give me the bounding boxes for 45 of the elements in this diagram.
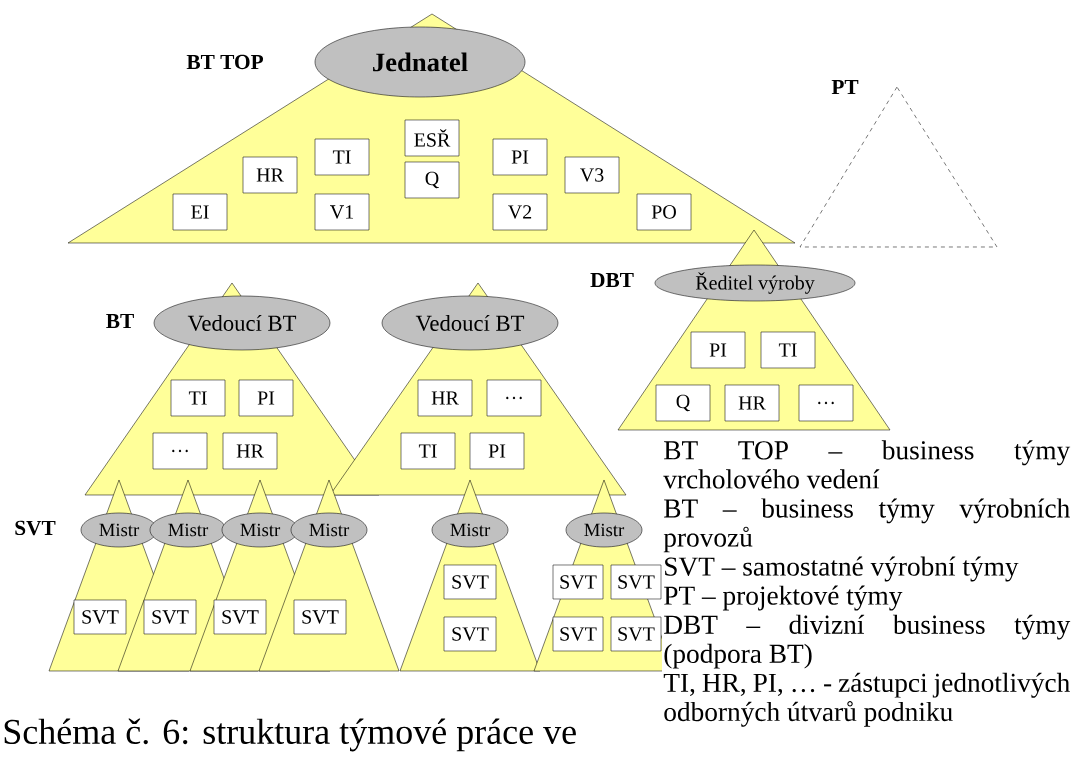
legend-note: SVT – samostatné výrobní týmy	[665, 556, 1019, 582]
member-box: SVT	[213, 599, 267, 635]
team-label: BT TOP	[186, 54, 264, 70]
member-box: PI	[469, 432, 525, 470]
member-box: HR	[222, 432, 278, 470]
team-label: DBT	[590, 273, 634, 287]
legend-note: BT – business týmy výrobních provozů	[663, 498, 1070, 553]
member-box: HR	[724, 384, 780, 422]
legend-note: TI, HR, PI, … - zástupci jednotlivých odborných útvarů podniku	[663, 672, 1070, 727]
member-box: SVT	[552, 616, 604, 652]
legend-note: PT – projektové týmy	[664, 585, 903, 611]
member-box: SVT	[443, 616, 497, 652]
member-box: PO	[636, 193, 692, 231]
member-box: SVT	[73, 599, 127, 635]
member-box: ESŘ	[404, 119, 460, 157]
legend-note: BT TOP – business týmy vrcholového vedení	[663, 440, 1071, 489]
team-label: PT	[831, 80, 859, 94]
member-box: EI	[172, 193, 228, 231]
member-box: PI	[238, 379, 294, 417]
member-box: SVT	[443, 564, 497, 600]
member-box: SVT	[293, 599, 347, 635]
member-box: PI	[690, 331, 746, 369]
member-box: HR	[417, 379, 473, 417]
member-box: V1	[314, 193, 370, 231]
member-box: SVT	[610, 564, 662, 600]
member-box: …	[486, 379, 542, 417]
team-label: BT	[106, 314, 134, 328]
member-box: PI	[492, 138, 548, 176]
member-box: Q	[655, 384, 711, 422]
caption: Schéma č. 6: struktura týmové práce ve	[4, 718, 576, 752]
team-label: SVT	[15, 520, 56, 536]
member-box: V3	[564, 156, 620, 194]
member-box: SVT	[610, 616, 662, 652]
member-box: TI	[314, 138, 370, 176]
member-box: TI	[760, 331, 816, 369]
member-box: V2	[492, 193, 548, 231]
member-box: …	[152, 432, 208, 470]
legend-note: DBT – divizní business týmy (podpora BT)	[664, 614, 1071, 669]
member-box: TI	[400, 432, 456, 470]
member-box: HR	[242, 156, 298, 194]
member-box: TI	[170, 379, 226, 417]
member-box: Q	[404, 161, 460, 199]
member-box: SVT	[552, 564, 604, 600]
member-box: …	[798, 384, 854, 422]
member-box: SVT	[143, 599, 197, 635]
